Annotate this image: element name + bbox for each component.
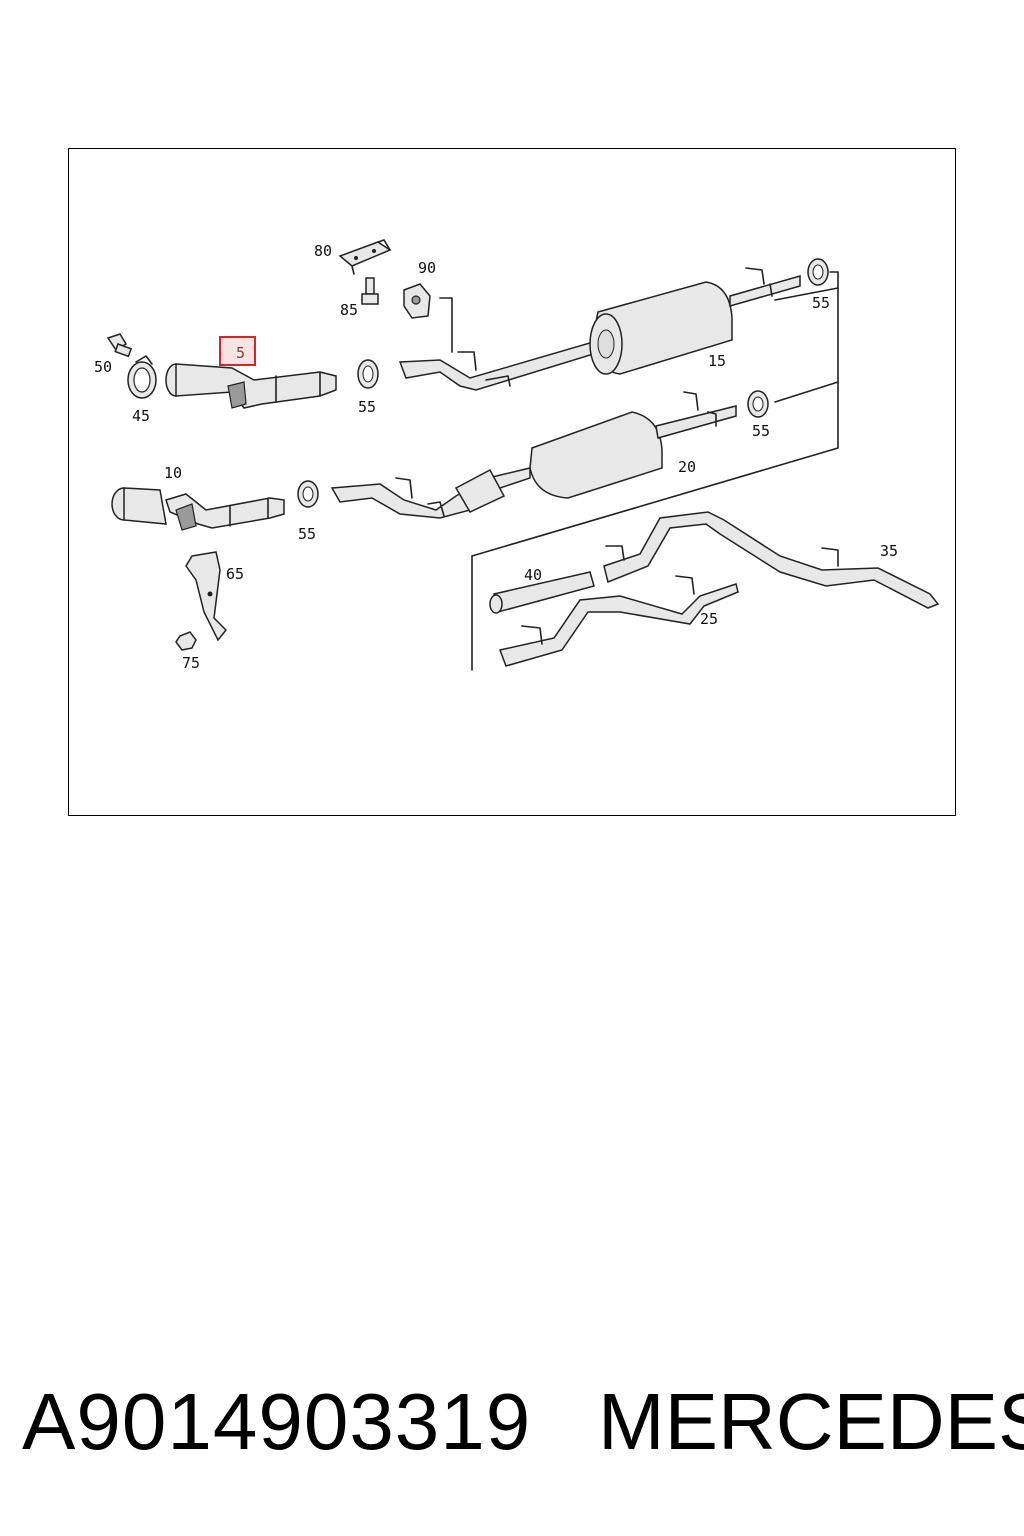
bolt-85 bbox=[361, 277, 379, 305]
callout-35: 35 bbox=[880, 542, 898, 560]
pipe-25 bbox=[498, 575, 739, 667]
callout-55-c: 55 bbox=[752, 422, 770, 440]
muffler-assembly-20 bbox=[330, 391, 737, 519]
clamp-45 bbox=[127, 355, 157, 399]
callout-15: 15 bbox=[708, 352, 726, 370]
highlighted-callout-box bbox=[219, 336, 256, 366]
muffler-assembly-15 bbox=[398, 267, 801, 391]
mount-plate-80 bbox=[338, 239, 392, 275]
callout-90: 90 bbox=[418, 259, 436, 277]
bracket-65 bbox=[185, 551, 228, 642]
footer: A9014903319 MERCEDES bbox=[0, 1372, 1024, 1472]
callout-55-d: 55 bbox=[298, 525, 316, 543]
callout-10: 10 bbox=[164, 464, 182, 482]
group-bracket-upper bbox=[439, 271, 839, 557]
clamp-55-a bbox=[357, 359, 379, 389]
callout-50: 50 bbox=[94, 358, 112, 376]
clamp-55-d bbox=[297, 480, 319, 508]
nut-75 bbox=[175, 631, 197, 651]
callout-55-b: 55 bbox=[812, 294, 830, 312]
callout-85: 85 bbox=[340, 301, 358, 319]
pipe-40 bbox=[489, 571, 595, 614]
callout-5: 5 bbox=[236, 344, 245, 362]
callout-80: 80 bbox=[314, 242, 332, 260]
callout-40: 40 bbox=[524, 566, 542, 584]
tail-pipe-35 bbox=[603, 511, 940, 609]
brand-name: MERCEDES bbox=[598, 1377, 1024, 1466]
callout-20: 20 bbox=[678, 458, 696, 476]
catalytic-pipe-10 bbox=[111, 487, 285, 531]
callout-45: 45 bbox=[132, 407, 150, 425]
bolt-50 bbox=[106, 333, 133, 358]
callout-25: 25 bbox=[700, 610, 718, 628]
callout-55-a: 55 bbox=[358, 398, 376, 416]
clamp-55-b bbox=[807, 258, 829, 286]
callout-75: 75 bbox=[182, 654, 200, 672]
part-number: A9014903319 bbox=[22, 1377, 532, 1466]
clamp-55-c bbox=[747, 390, 769, 418]
callout-65: 65 bbox=[226, 565, 244, 583]
front-pipe-5 bbox=[165, 363, 337, 409]
diagram-frame bbox=[68, 148, 956, 816]
rubber-hanger-90 bbox=[403, 283, 431, 319]
